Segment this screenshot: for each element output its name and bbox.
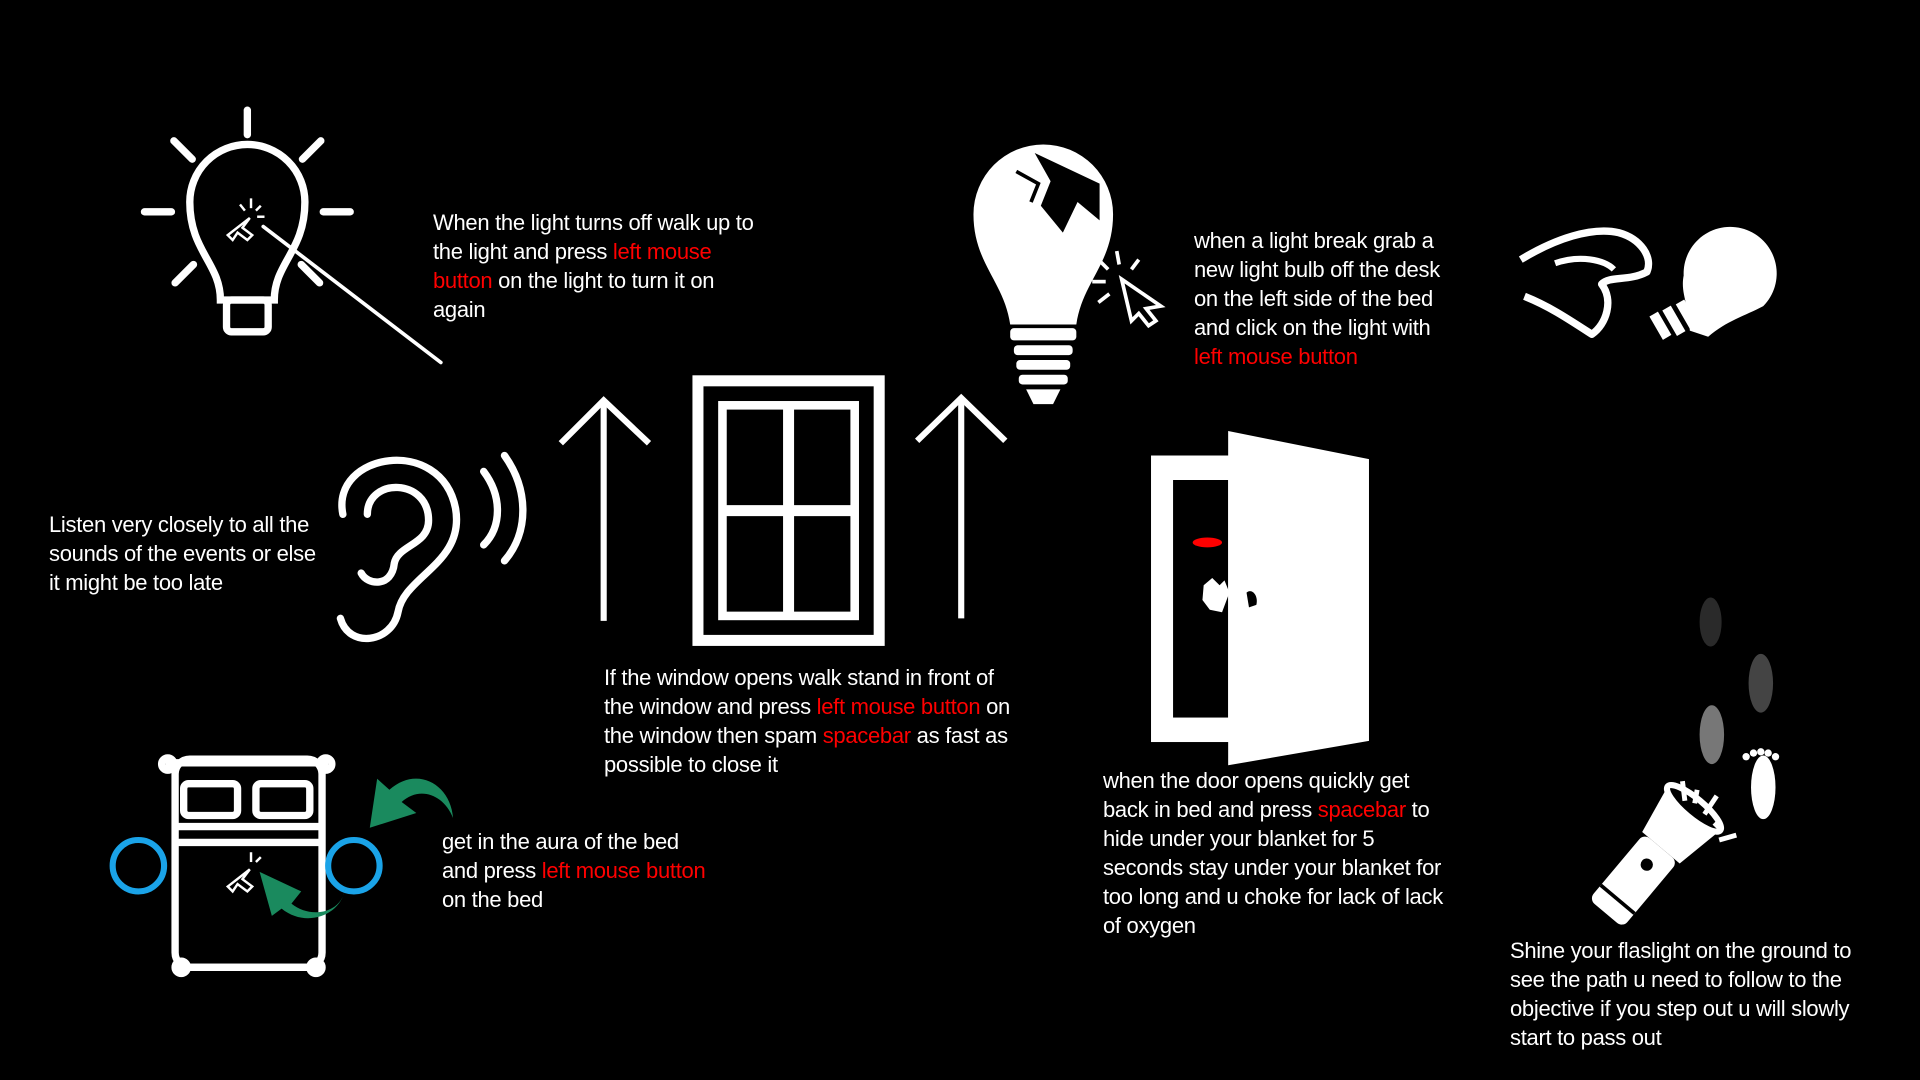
highlighted-key: left mouse button xyxy=(1194,344,1358,369)
highlighted-key: spacebar xyxy=(822,723,911,748)
broken-lightbulb-icon xyxy=(973,144,1114,405)
highlighted-key: left mouse button xyxy=(541,858,706,883)
rotate-arrow-icon xyxy=(259,778,454,919)
lightbulb-icon xyxy=(140,106,443,365)
instruction-text: get in the aura of the bed and press xyxy=(442,829,679,883)
hand-icon xyxy=(1202,577,1230,613)
instruction-text: When the light turns off walk up to the … xyxy=(433,210,754,264)
aura-ring-icon xyxy=(325,836,383,895)
bed-instruction: get in the aura of the bed and press lef… xyxy=(442,827,717,914)
arrow-up-icon xyxy=(558,396,652,621)
listen-instruction: Listen very closely to all the sounds of… xyxy=(49,510,329,597)
highlighted-key: left mouse button xyxy=(433,239,712,293)
door-icon xyxy=(1151,431,1369,766)
light-instruction: When the light turns off walk up to the … xyxy=(433,208,765,324)
instruction-text: to hide under your blanket for 5 seconds… xyxy=(1103,797,1443,938)
instruction-text: on the window then spam xyxy=(604,694,1010,748)
bed-icon xyxy=(157,754,336,978)
footprints-icon xyxy=(1699,597,1780,820)
instruction-text: when a light break grab a new light bulb… xyxy=(1194,228,1440,340)
instruction-text: on the bed xyxy=(442,887,543,912)
instruction-text: when the door opens quickly get back in … xyxy=(1103,768,1410,822)
ear-icon xyxy=(336,451,527,643)
highlighted-key: left mouse button xyxy=(816,694,981,719)
arrow-up-icon xyxy=(915,393,1008,619)
hand-holding-bulb-icon xyxy=(1518,226,1777,340)
door-instruction: when the door opens quickly get back in … xyxy=(1103,766,1443,940)
light-break-instruction: when a light break grab a new light bulb… xyxy=(1194,226,1464,371)
window-icon xyxy=(692,375,885,646)
window-instruction: If the window opens walk stand in front … xyxy=(604,663,1014,779)
highlighted-key: spacebar xyxy=(1317,797,1406,822)
aura-ring-icon xyxy=(109,836,168,895)
instruction-text: on the light to turn it on again xyxy=(433,268,715,322)
cursor-icon xyxy=(225,198,265,242)
instruction-text: Listen very closely to all the sounds of… xyxy=(49,512,316,595)
flashlight-instruction: Shine your flaslight on the ground to se… xyxy=(1510,936,1890,1052)
instruction-text: Shine your flaslight on the ground to se… xyxy=(1510,938,1852,1050)
flashlight-icon xyxy=(1591,782,1725,925)
cursor-icon xyxy=(225,852,262,894)
red-eye-icon xyxy=(1192,537,1223,548)
light-rays-icon xyxy=(1680,780,1737,843)
instruction-text: If the window opens walk stand in front … xyxy=(604,665,994,719)
cursor-icon xyxy=(1092,250,1166,329)
instruction-text: as fast as possible to close it xyxy=(604,723,1008,777)
